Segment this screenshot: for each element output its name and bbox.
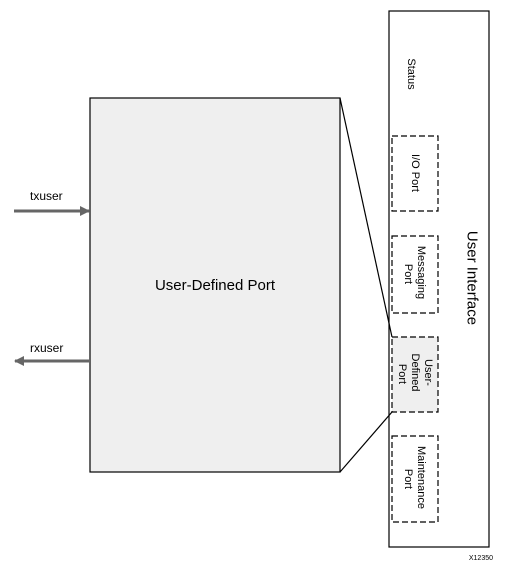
figure-id: X12350 <box>469 555 493 562</box>
port-label-user-defined-line-2: Defined <box>409 354 421 392</box>
port-label-user-defined-line-3: Port <box>396 364 408 384</box>
port-label-messaging-line-2: Port <box>402 264 414 284</box>
main-block-label: User-Defined Port <box>155 277 276 294</box>
rxuser-label: rxuser <box>30 341 63 355</box>
user-interface-title: User Interface <box>464 231 481 325</box>
port-box-maintenance <box>391 435 439 523</box>
port-label-user-defined-line-1: User- <box>422 359 434 386</box>
port-label-maintenance-line-1: Maintenance <box>415 446 427 509</box>
status-label: Status <box>405 58 417 90</box>
port-label-messaging-line-1: Messaging <box>415 246 427 299</box>
connector-line-top <box>339 97 393 338</box>
user-defined-port-block <box>89 97 341 473</box>
port-box-io <box>391 135 439 212</box>
port-box-user-defined <box>391 336 439 413</box>
port-label-user-defined: User- Defined Port <box>396 354 434 395</box>
txuser-label: txuser <box>30 189 63 203</box>
port-label-io-line-1: I/O Port <box>409 154 421 192</box>
port-label-io: I/O Port <box>409 154 421 192</box>
connector-line-bottom <box>339 411 393 473</box>
port-label-messaging: Messaging Port <box>402 246 427 302</box>
port-box-messaging <box>391 235 439 314</box>
port-label-maintenance-line-2: Port <box>402 469 414 489</box>
port-label-maintenance: Maintenance Port <box>402 446 427 512</box>
